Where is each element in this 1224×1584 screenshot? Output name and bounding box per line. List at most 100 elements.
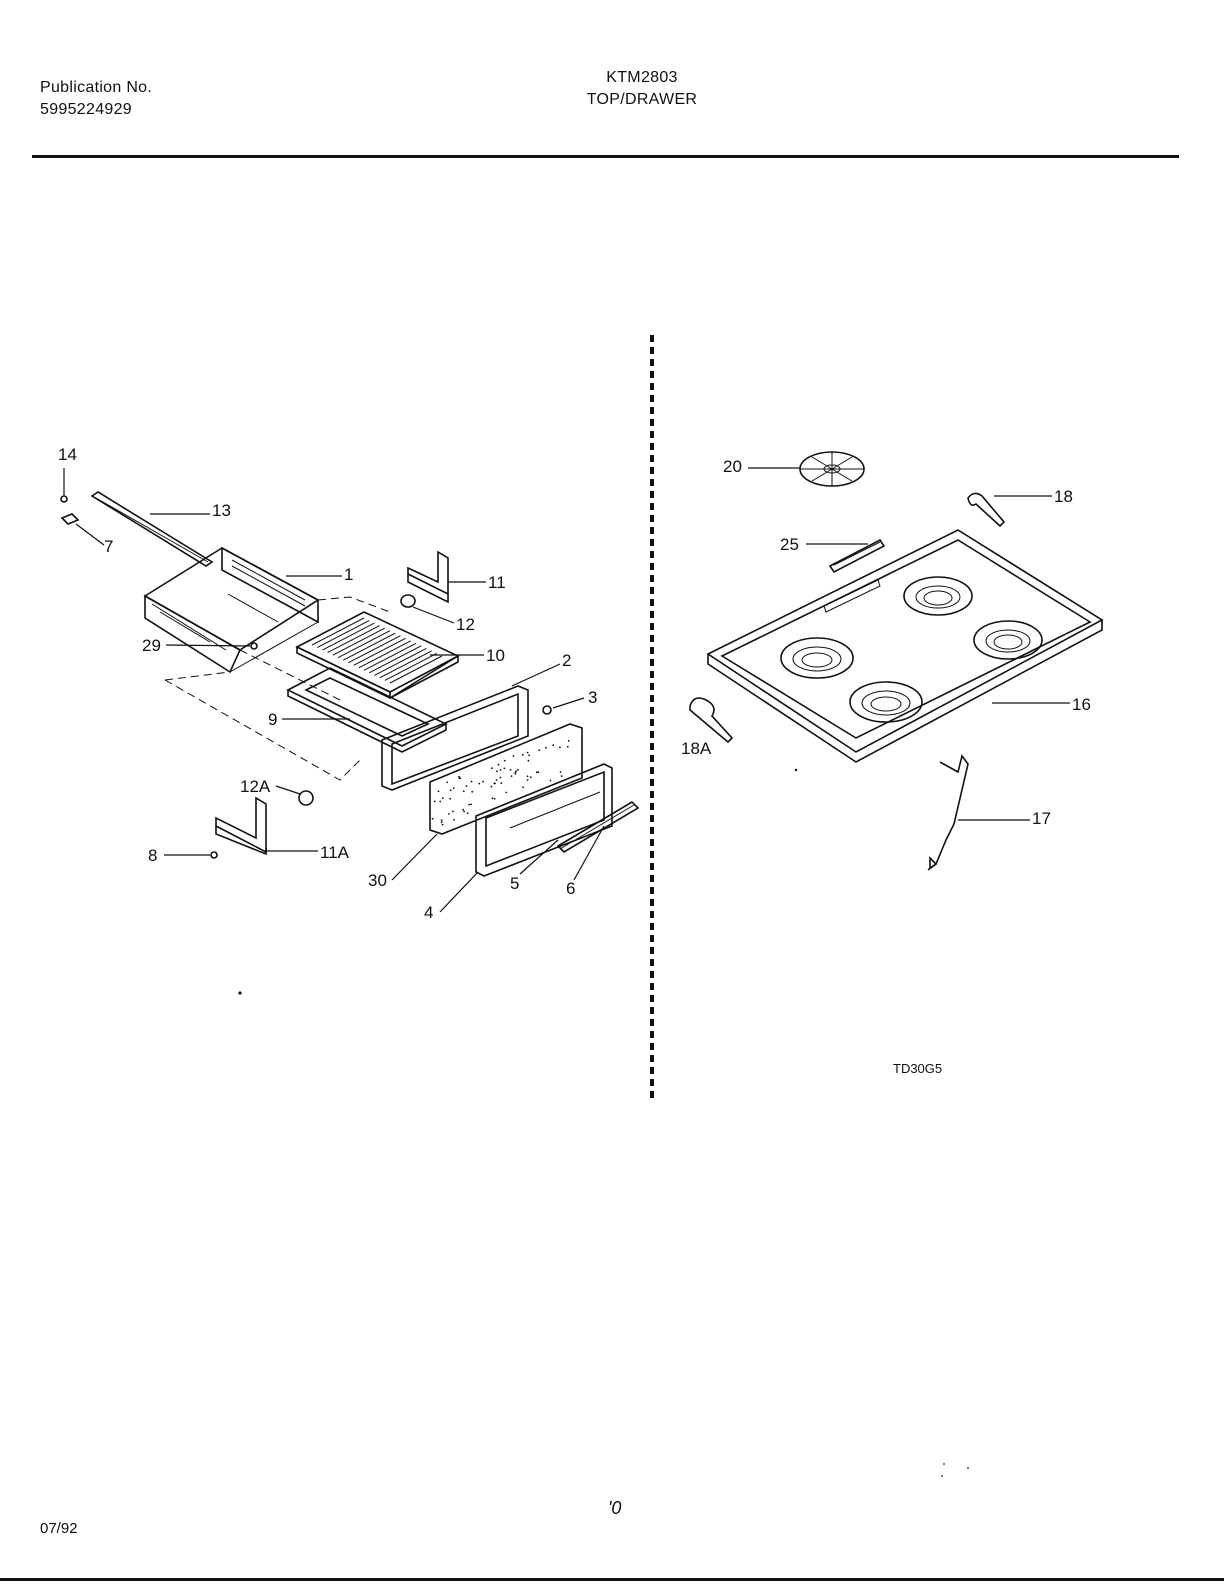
drawer-front-2: [381, 685, 529, 791]
speckle-dot: [433, 800, 436, 803]
grille-slat: [322, 622, 375, 651]
slide-rail-13: [90, 491, 214, 567]
grille-slat: [384, 653, 438, 681]
speckle-dot: [470, 803, 472, 806]
speckle-dot: [471, 790, 474, 793]
callout-25: 25: [780, 535, 799, 554]
speckle-dot: [499, 776, 502, 779]
callout-18: 18: [1054, 487, 1073, 506]
speckle-dot: [526, 779, 529, 781]
callout-3: 3: [588, 688, 597, 707]
grille-slat: [348, 635, 401, 664]
speckle-dot: [537, 771, 540, 774]
speckle-dot: [500, 782, 503, 785]
speckle-dot: [447, 813, 450, 815]
speckle-dot: [466, 812, 469, 814]
grille-slat: [379, 650, 432, 679]
grille-slat: [353, 637, 406, 666]
speckle-dot: [446, 781, 449, 784]
speckle-dot: [514, 772, 517, 775]
grille-slat: [332, 627, 386, 656]
speckle-dot: [453, 818, 455, 821]
speckle-dot: [517, 769, 519, 771]
speckle-dot: [449, 789, 452, 792]
callout-10: 10: [486, 646, 505, 665]
speckle-dot: [538, 749, 541, 752]
speckle-dot: [497, 763, 500, 766]
callout-20: 20: [723, 457, 742, 476]
insulation-panel-30: [429, 723, 583, 835]
speckle-dot: [458, 777, 461, 780]
speckle-dot: [449, 797, 452, 800]
speckle-dot: [527, 759, 530, 762]
speckle-dot: [535, 771, 538, 774]
scan-mark: '0: [608, 1498, 622, 1518]
clip-18a: [689, 697, 734, 744]
drawing-code: TD30G5: [893, 1061, 942, 1076]
publication-label: Publication No.: [40, 79, 153, 96]
bumper-12: [400, 594, 416, 608]
speckle-dot: [490, 767, 493, 770]
callout-7: 7: [104, 537, 113, 556]
speckle-dot: [521, 754, 524, 756]
speckle-dot: [431, 817, 434, 820]
callout-8: 8: [148, 846, 157, 865]
speckle-dot: [567, 739, 570, 742]
grille-slat: [342, 632, 396, 661]
callout-12: 12: [456, 615, 475, 634]
callout-14: 14: [58, 445, 77, 464]
callout-2: 2: [562, 651, 571, 670]
publication-number: 5995224929: [40, 101, 132, 118]
speckle-dot: [559, 771, 562, 773]
grille-slat: [363, 642, 417, 671]
screw-8: [210, 851, 218, 859]
publication-block: Publication No. 5995224929: [40, 77, 152, 121]
speckle-dot: [440, 821, 443, 824]
grille-slat: [389, 655, 443, 684]
grille-slat: [327, 625, 380, 654]
gasket-frame-9: [286, 667, 448, 753]
speckle-dot: [526, 775, 529, 778]
speckle-dot: [465, 785, 468, 787]
model-block: KTM2803 TOP/DRAWER: [0, 67, 1224, 111]
callout-4: 4: [424, 903, 433, 922]
speckle-dot: [566, 745, 569, 748]
callout-17: 17: [1032, 809, 1051, 828]
speckle-dot: [512, 755, 515, 757]
speckle-dot: [441, 823, 444, 826]
speckle-dot: [470, 780, 473, 783]
speckle-dot: [439, 800, 442, 803]
grille-slat: [316, 620, 370, 648]
speckle-dot: [560, 775, 563, 777]
speckle-dot: [490, 785, 493, 788]
callout-16: 16: [1072, 695, 1091, 714]
drawer-panel-4: [475, 763, 613, 877]
speckle-dot: [549, 779, 552, 782]
speckle-dot: [515, 770, 517, 772]
speckle-dot: [462, 790, 465, 793]
speckle-dot: [478, 782, 481, 785]
speckle-dot: [458, 775, 460, 778]
speckle-dot: [482, 780, 484, 783]
header-rule: [32, 155, 1179, 158]
section-title: TOP/DRAWER: [586, 91, 698, 108]
speckle-dot: [528, 754, 530, 757]
speckle-dot: [503, 759, 506, 762]
callout-18a: 18A: [681, 739, 712, 758]
speckle-dot: [545, 746, 547, 749]
speckle-dot: [462, 808, 465, 811]
clip-7: [60, 513, 80, 525]
speckle-dot: [526, 751, 529, 754]
drawer-body-1: [143, 546, 320, 674]
bracket-11: [407, 550, 449, 604]
speckle-dot: [437, 790, 440, 793]
publication-date: 07/92: [40, 1520, 78, 1537]
cooktop-assembly: 20 18 25 16 18A 17 TD30G5: [681, 451, 1104, 1477]
callout-11a: 11A: [320, 843, 350, 862]
grille-slat: [337, 630, 391, 659]
speckle-dot: [452, 810, 454, 813]
speckle-dot: [493, 782, 496, 785]
callout-9: 9: [268, 710, 277, 729]
speckle-dot: [440, 819, 443, 822]
